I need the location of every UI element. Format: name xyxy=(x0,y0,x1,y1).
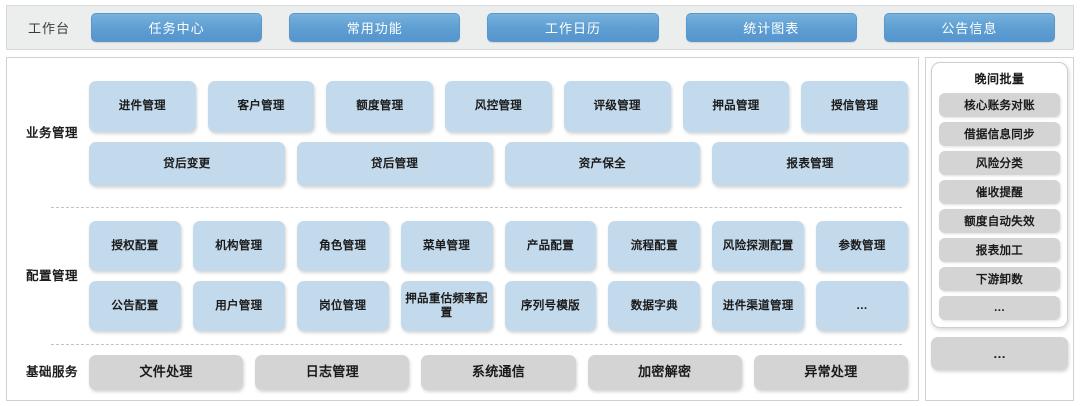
nightly-batch-item[interactable]: 催收提醒 xyxy=(939,180,1060,204)
module-tile[interactable]: 报表管理 xyxy=(712,142,908,186)
tile-row: 公告配置用户管理岗位管理押品重估频率配置序列号模版数据字典进件渠道管理… xyxy=(89,281,908,331)
module-tile[interactable]: 参数管理 xyxy=(816,221,908,271)
section-3: 基础服务文件处理日志管理系统通信加密解密异常处理 xyxy=(7,345,918,400)
tile-row: 贷后变更贷后管理资产保全报表管理 xyxy=(89,142,908,186)
top-tab-1[interactable]: 任务中心 xyxy=(91,13,263,42)
top-tab-group: 任务中心常用功能工作日历统计图表公告信息 xyxy=(91,13,1073,42)
module-tile[interactable]: 风控管理 xyxy=(445,81,552,132)
module-tile[interactable]: 额度管理 xyxy=(326,81,434,132)
nightly-batch-item[interactable]: 下游卸数 xyxy=(939,267,1060,291)
module-tile[interactable]: 进件渠道管理 xyxy=(712,281,805,331)
section-rows: 进件管理客户管理额度管理风控管理评级管理押品管理授信管理贷后变更贷后管理资产保全… xyxy=(89,64,909,203)
module-tile[interactable]: 流程配置 xyxy=(608,221,701,271)
module-tile[interactable]: 数据字典 xyxy=(608,281,701,331)
module-tile[interactable]: 授信管理 xyxy=(801,81,909,132)
nightly-batch-list: 核心账务对账借据信息同步风险分类催收提醒额度自动失效报表加工下游卸数 … xyxy=(939,93,1060,320)
module-tile[interactable]: 进件管理 xyxy=(89,81,196,132)
workbench-label: 工作台 xyxy=(27,21,70,36)
module-tile[interactable]: 公告配置 xyxy=(89,281,181,331)
top-navigation-bar: 工作台 任务中心常用功能工作日历统计图表公告信息 xyxy=(6,5,1074,50)
top-tab-3[interactable]: 工作日历 xyxy=(487,13,659,42)
top-tab-2[interactable]: 常用功能 xyxy=(289,13,461,42)
right-panel-more-button[interactable]: … xyxy=(931,337,1068,370)
section-divider xyxy=(51,344,902,345)
module-tile[interactable]: 角色管理 xyxy=(296,221,389,271)
module-tile[interactable]: 日志管理 xyxy=(255,355,410,390)
section-title: 基础服务 xyxy=(25,365,78,380)
module-tile[interactable]: 授权配置 xyxy=(89,221,181,271)
module-tile[interactable]: 系统通信 xyxy=(421,355,576,390)
module-tile[interactable]: … xyxy=(816,281,908,331)
module-tile[interactable]: 产品配置 xyxy=(504,221,597,271)
top-tab-5[interactable]: 公告信息 xyxy=(883,13,1056,42)
section-2: 配置管理授权配置机构管理角色管理菜单管理产品配置流程配置风险探测配置参数管理公告… xyxy=(7,208,918,344)
tile-row: 授权配置机构管理角色管理菜单管理产品配置流程配置风险探测配置参数管理 xyxy=(89,221,908,271)
module-tile[interactable]: 异常处理 xyxy=(753,355,909,390)
nightly-batch-title: 晚间批量 xyxy=(974,72,1025,86)
nightly-batch-item[interactable]: 额度自动失效 xyxy=(939,209,1060,233)
module-tile[interactable]: 押品重估频率配置 xyxy=(400,281,493,331)
top-tab-4[interactable]: 统计图表 xyxy=(685,13,857,42)
section-title: 业务管理 xyxy=(25,126,78,141)
module-tile[interactable]: 客户管理 xyxy=(207,81,315,132)
section-rows: 文件处理日志管理系统通信加密解密异常处理 xyxy=(89,347,909,398)
nightly-batch-item[interactable]: 核心账务对账 xyxy=(939,93,1060,117)
tile-row: 进件管理客户管理额度管理风控管理评级管理押品管理授信管理 xyxy=(89,81,909,132)
nightly-batch-card: 晚间批量 核心账务对账借据信息同步风险分类催收提醒额度自动失效报表加工下游卸数 … xyxy=(931,62,1068,328)
section-title: 配置管理 xyxy=(25,268,78,283)
main-module-panel: 业务管理进件管理客户管理额度管理风控管理评级管理押品管理授信管理贷后变更贷后管理… xyxy=(6,57,919,401)
module-tile[interactable]: 资产保全 xyxy=(504,142,701,186)
tile-row: 文件处理日志管理系统通信加密解密异常处理 xyxy=(89,355,909,390)
right-side-panel: 晚间批量 核心账务对账借据信息同步风险分类催收提醒额度自动失效报表加工下游卸数 …… xyxy=(925,57,1074,401)
section-rows: 授权配置机构管理角色管理菜单管理产品配置流程配置风险探测配置参数管理公告配置用户… xyxy=(89,210,908,342)
nightly-batch-item[interactable]: 借据信息同步 xyxy=(939,122,1060,146)
nightly-batch-item[interactable]: 报表加工 xyxy=(939,238,1060,262)
nightly-batch-item[interactable]: … xyxy=(939,296,1060,320)
module-tile[interactable]: 序列号模版 xyxy=(504,281,597,331)
module-tile[interactable]: 加密解密 xyxy=(587,355,742,390)
nightly-batch-item[interactable]: 风险分类 xyxy=(939,151,1060,175)
section-1: 业务管理进件管理客户管理额度管理风控管理评级管理押品管理授信管理贷后变更贷后管理… xyxy=(7,58,918,207)
module-tile[interactable]: 评级管理 xyxy=(563,81,671,132)
module-tile[interactable]: 押品管理 xyxy=(682,81,790,132)
module-tile[interactable]: 贷后管理 xyxy=(296,142,493,186)
module-tile[interactable]: 岗位管理 xyxy=(296,281,389,331)
module-tile[interactable]: 文件处理 xyxy=(89,355,244,390)
module-tile[interactable]: 用户管理 xyxy=(192,281,285,331)
module-tile[interactable]: 贷后变更 xyxy=(89,142,285,186)
section-divider xyxy=(51,207,902,208)
module-tile[interactable]: 机构管理 xyxy=(192,221,285,271)
module-tile[interactable]: 风险探测配置 xyxy=(712,221,805,271)
module-tile[interactable]: 菜单管理 xyxy=(400,221,493,271)
